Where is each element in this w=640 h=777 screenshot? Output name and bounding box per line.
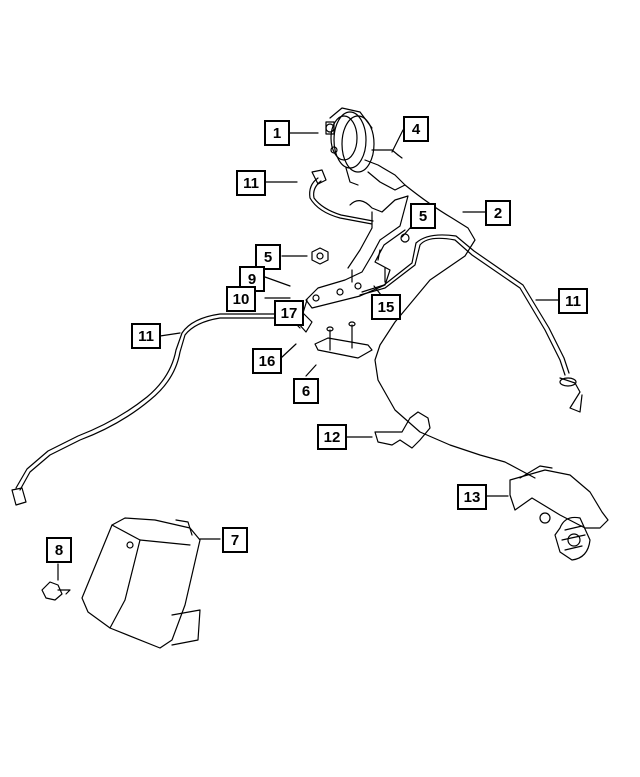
- vacuum-hose-right: [359, 234, 583, 413]
- callout-8: 8: [46, 537, 72, 563]
- callout-15: 15: [371, 294, 401, 320]
- callout-6: 6: [293, 378, 319, 404]
- control-module: [81, 517, 201, 649]
- callout-1: 1: [264, 120, 290, 146]
- callout-11-right: 11: [558, 288, 588, 314]
- callout-13: 13: [457, 484, 487, 510]
- vacuum-hose-upper: [309, 169, 374, 225]
- mounting-plate: [314, 321, 373, 359]
- throttle-cable: [374, 184, 536, 479]
- callout-4: 4: [403, 116, 429, 142]
- callout-17: 17: [274, 300, 304, 326]
- callout-2: 2: [485, 200, 511, 226]
- callout-5-nut: 5: [255, 244, 281, 270]
- callout-7: 7: [222, 527, 248, 553]
- callout-11-upper: 11: [236, 170, 266, 196]
- callout-12: 12: [317, 424, 347, 450]
- callout-16: 16: [252, 348, 282, 374]
- nut: [311, 247, 329, 265]
- callout-10: 10: [226, 286, 256, 312]
- callout-11-left: 11: [131, 323, 161, 349]
- screw: [41, 581, 71, 601]
- cable-clip: [374, 411, 431, 449]
- cable-bracket-actuator: [509, 465, 609, 561]
- servo-bracket: [305, 195, 410, 309]
- vacuum-servo: [325, 107, 406, 191]
- vacuum-hose-left: [11, 309, 313, 506]
- callout-5-bracket: 5: [410, 203, 436, 229]
- leader-lines: [57, 129, 559, 581]
